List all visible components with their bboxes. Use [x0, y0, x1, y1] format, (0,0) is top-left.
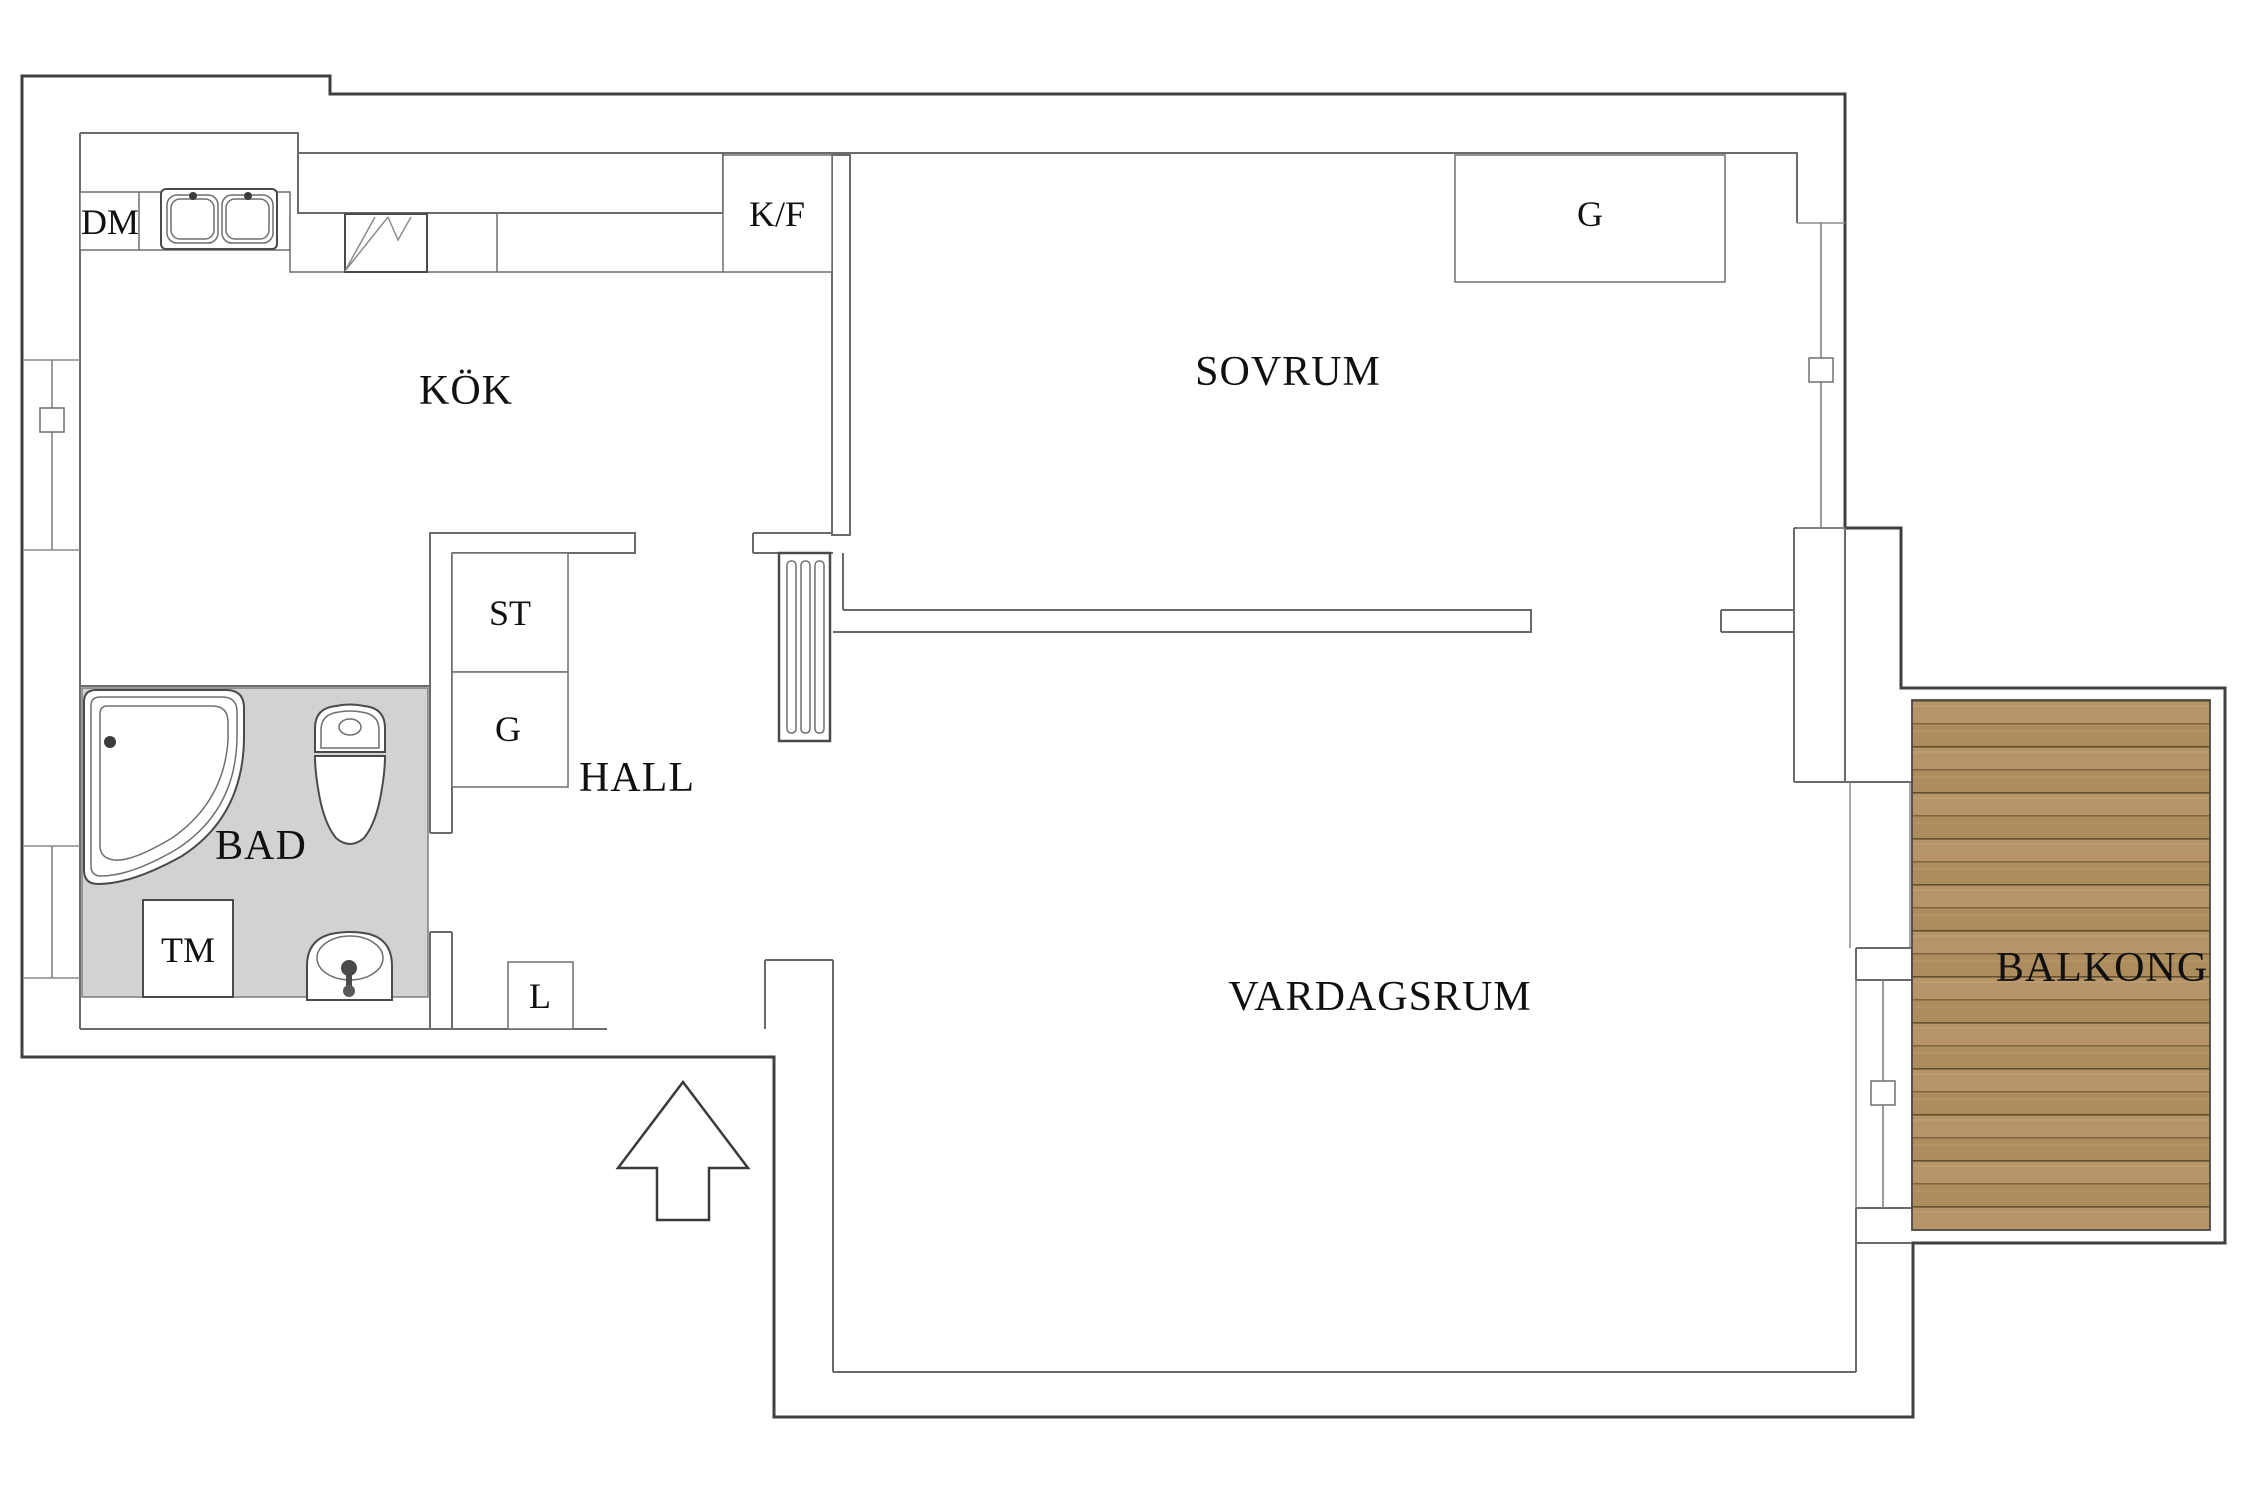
- washing-machine-icon: TM: [142, 899, 234, 998]
- bedroom-living-wall: [833, 609, 1794, 633]
- balcony-label: BALKONG: [1996, 945, 2208, 991]
- radiator-icon: [777, 551, 832, 743]
- hall-label: HALL: [579, 755, 695, 801]
- windows: [23, 222, 1913, 1208]
- bathtub-icon: [83, 689, 245, 886]
- stove-icon: [344, 213, 428, 273]
- washbasin-icon: [306, 931, 393, 1001]
- bathroom: TM BAD: [81, 687, 429, 1001]
- outer-boundary-wall: [20, 74, 2227, 1419]
- balcony-door-opening: [1849, 782, 1911, 948]
- bedroom-wardrobe: G: [1454, 154, 1726, 283]
- living-room-label: VARDAGSRUM: [1228, 974, 1531, 1020]
- hall-wardrobe-label: G: [495, 709, 521, 749]
- entrance-arrow-icon: [615, 1079, 751, 1222]
- cleaning-closet: ST: [451, 552, 569, 673]
- kitchen-window-icon: [23, 359, 80, 551]
- bedroom-window-icon: [1797, 222, 1845, 529]
- bath-side-window-icon: [23, 845, 80, 979]
- living-room-window-icon: [1855, 980, 1913, 1208]
- hall-bath-wall: [429, 532, 453, 1029]
- fridge-freezer-icon: K/F: [722, 154, 833, 273]
- balcony: [1911, 699, 2211, 1231]
- living-left-wall: [764, 959, 834, 1372]
- bath-label: BAD: [215, 823, 307, 869]
- kitchen-sink-icon: [160, 188, 278, 250]
- room-labels: KÖK SOVRUM HALL VARDAGSRUM BALKONG: [419, 349, 2208, 1020]
- kitchen-hall-wall: [430, 532, 833, 554]
- balcony-deck: [1911, 699, 2211, 1231]
- dishwasher-label: DM: [81, 202, 139, 242]
- kitchen-fittings: DM K/F: [79, 154, 833, 273]
- kitchen-label: KÖK: [419, 368, 513, 414]
- bedroom-wardrobe-label: G: [1577, 194, 1603, 234]
- kitchen-bedroom-wall: [831, 154, 851, 536]
- cleaning-closet-label: ST: [489, 593, 531, 633]
- fridge-freezer-label: K/F: [749, 194, 805, 234]
- kitchen-bulkhead-wall: [297, 152, 724, 214]
- exterior-walls: [20, 74, 2227, 1419]
- right-pier-wall: [1793, 527, 1912, 783]
- washing-machine-label: TM: [161, 930, 215, 970]
- linen-closet: L: [507, 961, 574, 1030]
- toilet-icon: [313, 703, 387, 845]
- hall-wardrobe: G: [451, 671, 569, 788]
- closets: G ST G L: [451, 154, 1726, 1030]
- linen-closet-label: L: [529, 976, 551, 1016]
- bedroom-label: SOVRUM: [1195, 349, 1381, 395]
